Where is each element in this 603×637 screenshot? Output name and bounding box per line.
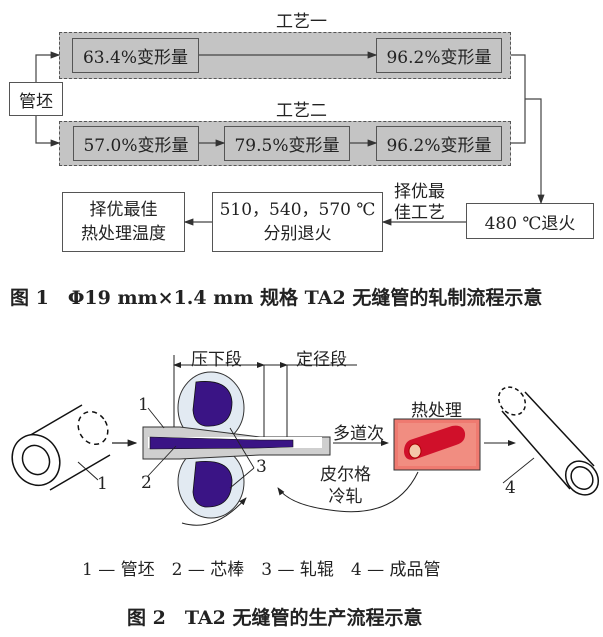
- callout-1-blank: 1: [97, 474, 108, 494]
- pilger-return-arrow: [277, 471, 419, 513]
- upper-roll-icon: [177, 371, 245, 445]
- pilger-cold-rolling-label: 皮尔格 冷轧: [320, 464, 371, 508]
- figure2-caption: 图 2 TA2 无缝管的生产流程示意: [127, 607, 423, 629]
- callout-lines: [147, 407, 535, 489]
- anneal-multi-temp-box: 510，540，570 ℃ 分别退火: [212, 192, 383, 252]
- callout-1-mill: 1: [138, 395, 149, 415]
- p2-step-3: 96.2%变形量: [376, 126, 502, 161]
- p1-step-2: 96.2%变形量: [376, 38, 502, 73]
- callout-line-1a: [77, 461, 99, 481]
- best-temp-box: 择优最佳 热处理温度: [62, 192, 185, 252]
- section-sizing-label: 定径段: [296, 350, 347, 370]
- section-reduction-label: 压下段: [191, 350, 242, 370]
- best-temp-line1: 择优最佳: [89, 200, 158, 220]
- rolled-tube-icon: [142, 426, 331, 460]
- arrow-start-to-p2: [35, 116, 61, 147]
- callout-3-rolls: 3: [256, 457, 267, 477]
- start-node-tube-blank: 管坯: [9, 82, 63, 116]
- multi-pass-label: 多道次: [333, 424, 384, 444]
- callout-4-product: 4: [505, 478, 516, 498]
- select-best-process-label: 择优最 佳工艺: [394, 182, 445, 224]
- figure2-legend: 1 — 管坯 2 — 芯棒 3 — 轧辊 4 — 成品管: [82, 560, 441, 580]
- section-dimension-lines: [173, 355, 357, 437]
- arrow-to-anneal-480: [525, 98, 545, 205]
- anneal-480-box: 480 ℃退火: [466, 203, 594, 239]
- heat-treatment-icon: [393, 418, 481, 471]
- p1-step-1: 63.4%变形量: [72, 38, 199, 73]
- p2-step-1: 57.0%变形量: [73, 126, 199, 161]
- pilger-line2: 冷轧: [328, 487, 363, 507]
- arrow-start-to-p1: [35, 51, 61, 82]
- select-label-line2: 佳工艺: [394, 203, 445, 223]
- process1-title: 工艺一: [276, 12, 327, 32]
- select-label-line1: 择优最: [394, 182, 445, 202]
- roll-rotation-arrow: [181, 497, 247, 526]
- pilger-line1: 皮尔格: [320, 465, 371, 485]
- p2-step-2: 79.5%变形量: [224, 126, 350, 161]
- finished-tube-icon: [497, 386, 600, 496]
- anneal-multi-line1: 510，540，570 ℃: [219, 200, 376, 220]
- tube-blank-icon: [11, 404, 111, 491]
- anneal-multi-line2: 分别退火: [263, 224, 332, 244]
- callout-2-mandrel: 2: [141, 473, 152, 493]
- mandrel-icon: [149, 436, 294, 450]
- best-temp-line2: 热处理温度: [81, 224, 166, 244]
- heat-treatment-label: 热处理: [411, 401, 462, 421]
- process2-title: 工艺二: [276, 101, 327, 121]
- figure1-caption: 图 1 Φ19 mm×1.4 mm 规格 TA2 无缝管的轧制流程示意: [10, 287, 543, 309]
